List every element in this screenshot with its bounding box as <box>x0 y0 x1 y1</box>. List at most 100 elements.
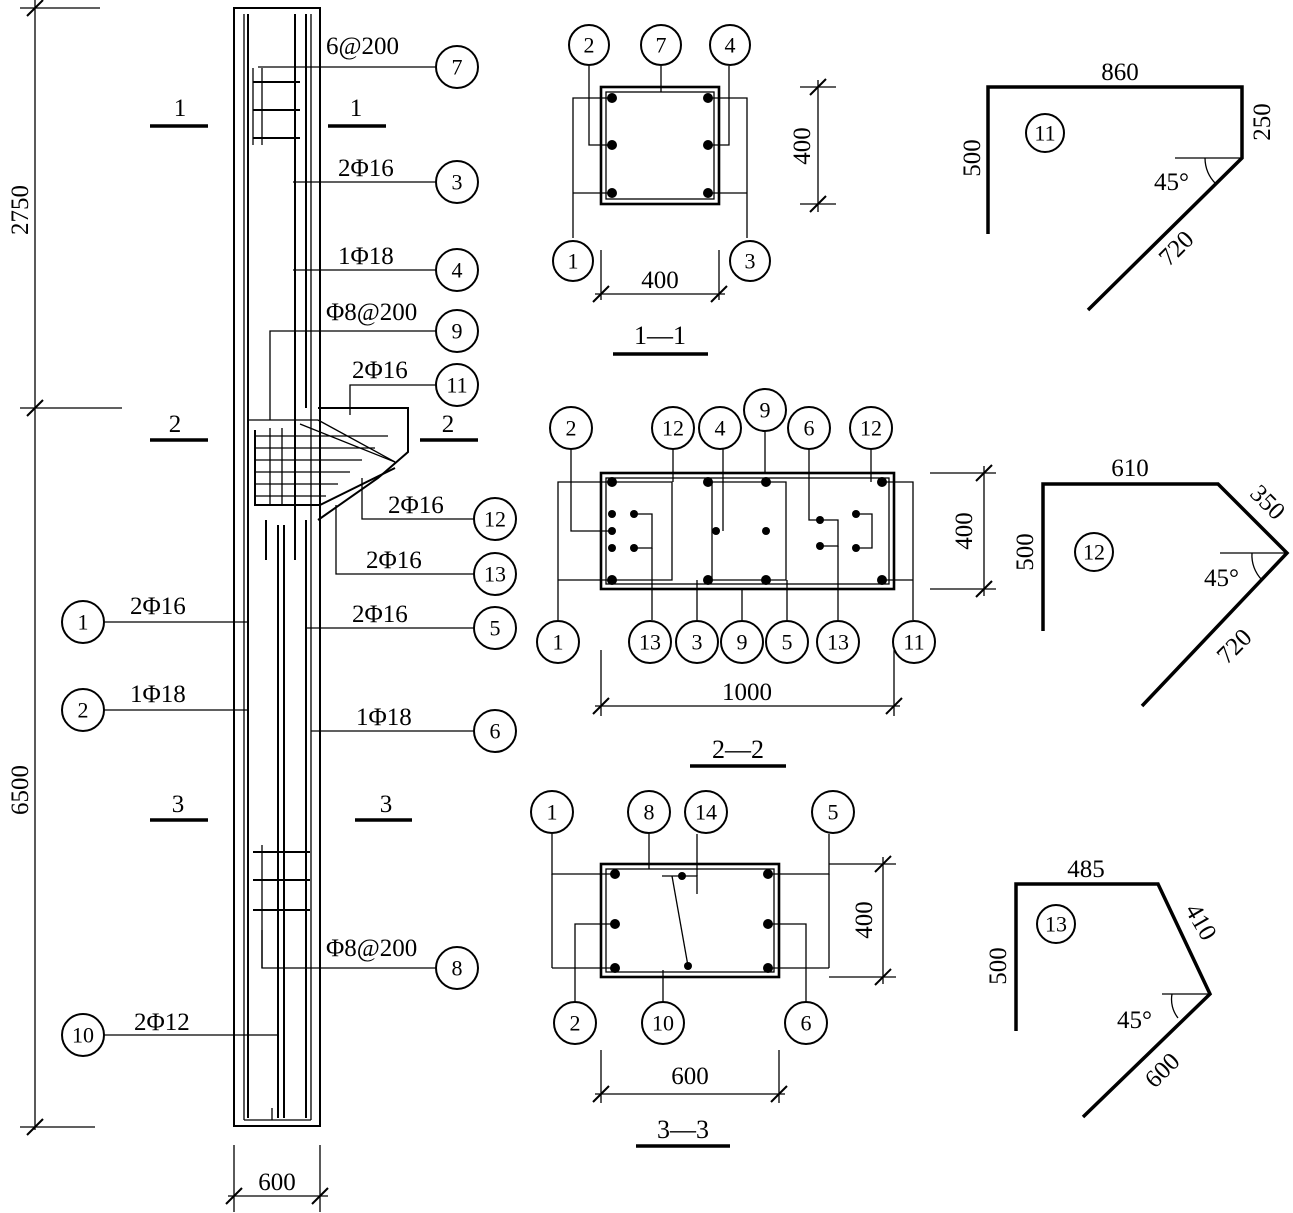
callout-8: Φ8@200 8 <box>261 930 479 990</box>
callout-1-label: 2Φ16 <box>130 593 186 620</box>
callout-10-label: 2Φ12 <box>134 1009 190 1036</box>
bb11-diag: 720 <box>1154 226 1200 272</box>
section-mark-3-left: 3 <box>172 791 185 818</box>
s3-circle-1: 1 <box>547 800 558 825</box>
s3-dim-width: 600 <box>671 1063 709 1090</box>
s2-title: 2—2 <box>712 735 764 764</box>
bent-bar-13: 485 500 410 600 45° 13 <box>985 856 1222 1119</box>
column-outline <box>233 7 321 1127</box>
callout-7-label: 6@200 <box>326 33 399 60</box>
s3-title: 3—3 <box>657 1115 709 1144</box>
callout-8-label: Φ8@200 <box>326 935 417 962</box>
section-mark-3-right: 3 <box>380 791 393 818</box>
callout-9: Φ8@200 9 <box>269 299 479 420</box>
callout-13: 2Φ16 13 <box>335 505 517 596</box>
s2-circle-top-1: 2 <box>566 416 577 441</box>
section-2-2: 2 12 4 9 6 12 1 13 3 9 5 13 11 1000 <box>536 388 996 768</box>
s2-circle-bot-6: 13 <box>827 630 849 655</box>
bb11-left: 500 <box>959 139 986 177</box>
callout-12-label: 2Φ16 <box>388 492 444 519</box>
s2-circle-bot-3: 3 <box>692 630 703 655</box>
s3-circle-14: 14 <box>695 800 717 825</box>
s2-circle-top-4: 9 <box>760 398 771 423</box>
callout-11: 2Φ16 11 <box>349 357 479 415</box>
s1-circle-7: 7 <box>656 33 667 58</box>
bb11-top: 860 <box>1101 59 1139 86</box>
callout-12-num: 12 <box>484 507 506 532</box>
s2-dim-width: 1000 <box>722 679 772 706</box>
section-mark-1-right: 1 <box>350 95 363 122</box>
bb13-angle: 45° <box>1117 1007 1152 1034</box>
s3-circle-6: 6 <box>801 1011 812 1036</box>
s2-circle-bot-4: 9 <box>737 630 748 655</box>
callout-1: 2Φ16 1 <box>61 593 248 644</box>
bb13-num: 13 <box>1045 912 1067 937</box>
callout-10: 2Φ12 10 <box>61 1009 278 1057</box>
s2-circle-bot-2: 13 <box>639 630 661 655</box>
s1-dim-width: 400 <box>641 267 679 294</box>
callout-2-num: 2 <box>78 698 89 723</box>
bent-bar-12: 610 500 350 720 45° 12 <box>1012 455 1290 708</box>
s3-circle-5: 5 <box>828 800 839 825</box>
callout-11-label: 2Φ16 <box>352 357 408 384</box>
bb11-angle: 45° <box>1154 169 1189 196</box>
section-mark-2-right: 2 <box>442 411 455 438</box>
bb12-diag: 720 <box>1212 624 1258 670</box>
callout-9-num: 9 <box>452 319 463 344</box>
callout-4-label: 1Φ18 <box>338 243 394 270</box>
callout-10-num: 10 <box>72 1023 94 1048</box>
callout-11-num: 11 <box>446 373 467 398</box>
s2-circle-bot-7: 11 <box>903 630 924 655</box>
callout-13-num: 13 <box>484 562 506 587</box>
callout-4-num: 4 <box>452 258 463 283</box>
callout-7: 6@200 7 <box>258 33 479 89</box>
dim-width-label: 600 <box>258 1169 296 1196</box>
s3-circle-2: 2 <box>570 1011 581 1036</box>
callout-4: 1Φ18 4 <box>293 243 479 292</box>
s2-circle-top-3: 4 <box>715 416 726 441</box>
s2-circle-bot-1: 1 <box>553 630 564 655</box>
bb12-top: 610 <box>1111 455 1149 482</box>
callout-12: 2Φ16 12 <box>361 478 517 541</box>
section-1-1: 2 7 4 1 3 400 400 1—1 <box>552 24 836 356</box>
s1-circle-3: 3 <box>745 249 756 274</box>
callout-5-label: 2Φ16 <box>352 601 408 628</box>
section-3-3: 1 8 14 5 2 10 6 600 400 3—3 <box>530 790 896 1148</box>
callout-5-num: 5 <box>490 616 501 641</box>
section-mark-1-left: 1 <box>174 95 187 122</box>
s3-circle-10: 10 <box>652 1011 674 1036</box>
bb11-num: 11 <box>1034 121 1055 146</box>
callout-7-num: 7 <box>452 55 463 80</box>
callout-8-num: 8 <box>452 956 463 981</box>
callout-6-num: 6 <box>490 719 501 744</box>
s1-title: 1—1 <box>634 321 686 350</box>
dim-bottom-label: 6500 <box>7 765 34 815</box>
s2-circle-top-6: 12 <box>860 416 882 441</box>
callout-9-label: Φ8@200 <box>326 299 417 326</box>
bb11-right: 250 <box>1249 103 1276 141</box>
s3-circle-8: 8 <box>644 800 655 825</box>
callout-3-label: 2Φ16 <box>338 155 394 182</box>
callout-5: 2Φ16 5 <box>306 601 517 650</box>
callout-1-num: 1 <box>78 610 89 635</box>
bb12-num: 12 <box>1083 540 1105 565</box>
callout-3-num: 3 <box>452 170 463 195</box>
s2-circle-top-5: 6 <box>804 416 815 441</box>
dim-top-label: 2750 <box>7 185 34 235</box>
callout-6: 1Φ18 6 <box>311 704 517 753</box>
bb12-left: 500 <box>1012 533 1039 571</box>
s2-dim-height: 400 <box>951 512 978 550</box>
callout-13-label: 2Φ16 <box>366 547 422 574</box>
s2-circle-bot-5: 5 <box>782 630 793 655</box>
section-mark-2-left: 2 <box>169 411 182 438</box>
callout-2-label: 1Φ18 <box>130 681 186 708</box>
s3-dim-height: 400 <box>851 901 878 939</box>
s1-circle-2: 2 <box>584 33 595 58</box>
bb12-angle: 45° <box>1204 565 1239 592</box>
callout-2: 1Φ18 2 <box>61 681 248 732</box>
s2-circle-top-2: 12 <box>662 416 684 441</box>
callout-3: 2Φ16 3 <box>293 155 479 204</box>
bb13-left: 500 <box>985 947 1012 985</box>
callout-6-label: 1Φ18 <box>356 704 412 731</box>
